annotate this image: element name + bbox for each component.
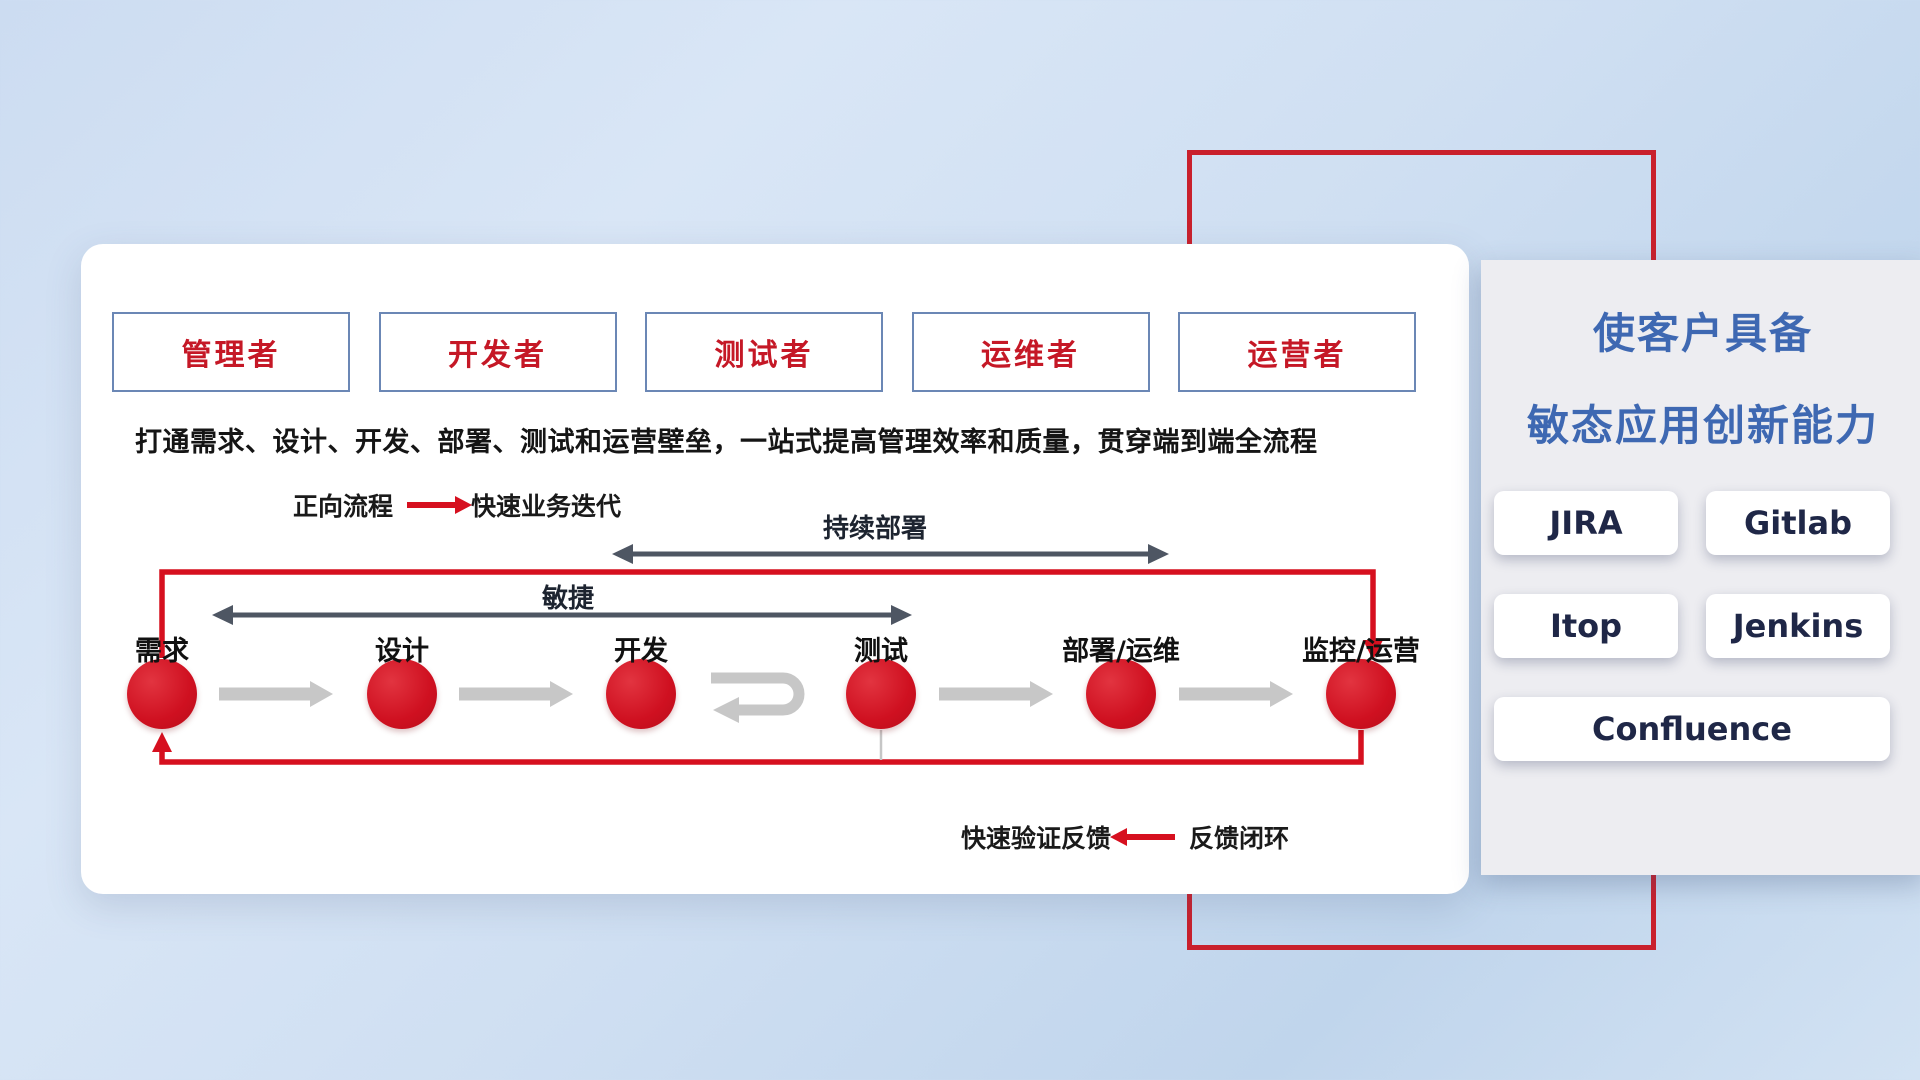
tool-badge-jira: JIRA <box>1494 491 1678 555</box>
legend-feedback: 快速验证反馈 反馈闭环 <box>961 819 1289 855</box>
panel-title-line1: 使客户具备 <box>1592 309 1813 358</box>
capability-panel: 使客户具备 敏态应用创新能力 JIRA Gitlab Itop Jenkins … <box>1481 260 1920 875</box>
stage-node-deploy-ops <box>1086 659 1156 729</box>
stage-label-design: 设计 <box>375 636 429 667</box>
legend-feedback-label: 反馈闭环 <box>1189 824 1290 853</box>
red-feedback-loop <box>152 730 1364 765</box>
stage-label-testing: 测试 <box>854 636 908 667</box>
stage-node-development <box>606 659 676 729</box>
flow-diagram-svg <box>152 544 1383 765</box>
tool-badge-confluence: Confluence <box>1494 697 1890 761</box>
legend-forward: 正向流程 快速业务迭代 <box>293 487 621 523</box>
role-box-manager: 管理者 <box>112 312 350 392</box>
legend-forward-label: 正向流程 <box>293 492 394 521</box>
step-arrows <box>219 681 1293 707</box>
stage-label-monitor-ops: 监控/运营 <box>1302 636 1420 667</box>
forward-arrow-icon <box>407 496 473 514</box>
feedback-arrow-icon <box>1110 828 1176 846</box>
devops-flow-card: 管理者 开发者 测试者 运维者 运营者 打通需求、设计、开发、部署、测试和运营壁… <box>81 244 1469 894</box>
continuous-deploy-arrow-icon <box>612 544 1169 564</box>
role-box-developer: 开发者 <box>378 312 617 392</box>
continuous-deploy-label: 持续部署 <box>822 514 928 544</box>
stage-node-monitor-ops <box>1326 659 1396 729</box>
stage-label-requirements: 需求 <box>135 636 189 667</box>
agile-label: 敏捷 <box>541 584 595 614</box>
role-row: 管理者 开发者 测试者 运维者 运营者 <box>112 312 1416 392</box>
tool-badge-jenkins: Jenkins <box>1706 594 1890 658</box>
iteration-loop-icon <box>711 672 805 723</box>
tool-badge-itop: Itop <box>1494 594 1678 658</box>
red-forward-loop <box>159 569 1383 660</box>
panel-title-line2: 敏态应用创新能力 <box>1526 401 1879 450</box>
stage-label-development: 开发 <box>614 636 668 667</box>
tool-badge-gitlab: Gitlab <box>1706 491 1890 555</box>
stage-node-design <box>367 659 437 729</box>
role-box-ops: 运维者 <box>911 312 1150 392</box>
stage-node-requirements <box>127 659 197 729</box>
legend-feedback-desc: 快速验证反馈 <box>961 824 1112 853</box>
stage-label-deploy-ops: 部署/运维 <box>1062 636 1180 667</box>
role-box-tester: 测试者 <box>645 312 883 392</box>
card-subtitle: 打通需求、设计、开发、部署、测试和运营壁垒，一站式提高管理效率和质量，贯穿端到端… <box>135 427 1318 458</box>
agile-arrow-icon <box>212 605 912 625</box>
role-box-operator: 运营者 <box>1178 312 1416 392</box>
stage-node-testing <box>846 659 916 729</box>
legend-forward-desc: 快速业务迭代 <box>471 492 622 521</box>
